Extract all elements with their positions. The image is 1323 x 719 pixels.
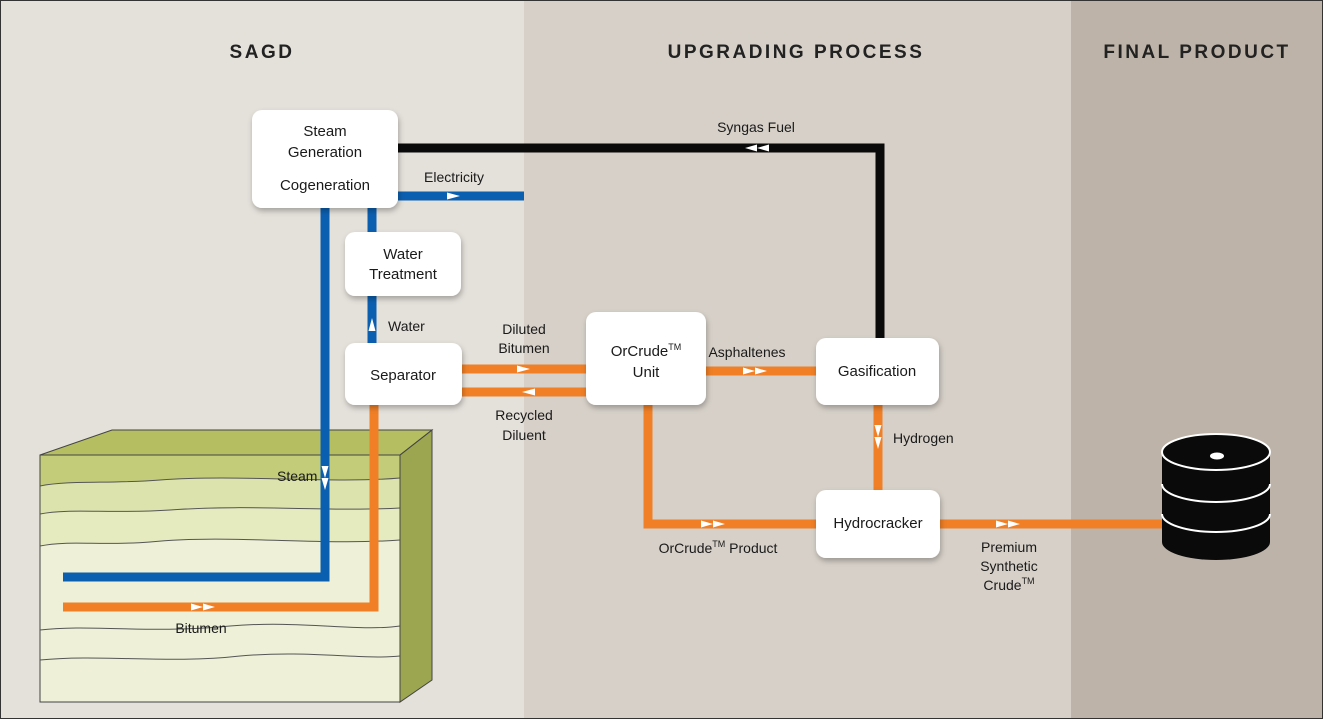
diluted-arrow-icon <box>517 365 530 373</box>
steam-arrow-icon-2 <box>321 478 329 490</box>
flow-arrows <box>191 192 1020 611</box>
bitumen-arrow-icon-2 <box>203 603 215 611</box>
oil-barrel-icon <box>1161 433 1271 560</box>
recycled-diluent-label-2: Diluent <box>502 427 546 443</box>
premium-label-2: Synthetic <box>980 558 1038 574</box>
electricity-arrow-icon <box>447 192 460 200</box>
water-treatment-box: Water Treatment <box>345 232 461 296</box>
final-section-bg <box>1071 0 1323 719</box>
cogeneration-label: Cogeneration <box>280 177 370 194</box>
premium-label-3: CrudeTM <box>983 576 1034 593</box>
hydrocracker-label: Hydrocracker <box>833 515 922 532</box>
syngas-fuel-line <box>398 143 885 340</box>
orcrude-product-arrow-icon <box>701 520 713 528</box>
gasification-box: Gasification <box>816 338 939 405</box>
diluted-bitumen-label-1: Diluted <box>502 321 546 337</box>
premium-arrow-icon-2 <box>1008 520 1020 528</box>
bitumen-line <box>63 405 379 612</box>
bitumen-label: Bitumen <box>175 620 226 636</box>
steam-arrow-icon <box>321 466 329 478</box>
premium-label-1: Premium <box>981 539 1037 555</box>
hydrogen-arrow-icon-2 <box>874 437 882 449</box>
asphaltenes-label: Asphaltenes <box>708 344 785 360</box>
section-title-final: FINAL PRODUCT <box>1103 42 1290 63</box>
orcrude-product-arrow-icon-2 <box>713 520 725 528</box>
syngas-fuel-label: Syngas Fuel <box>717 119 795 135</box>
water-treatment-label-2: Treatment <box>369 266 438 283</box>
orcrude-product-line <box>643 405 816 529</box>
syngas-arrow-icon <box>745 144 769 152</box>
separator-box: Separator <box>345 343 462 405</box>
steam-generation-label-1: Steam <box>303 123 346 140</box>
asphaltenes-arrow-icon <box>743 367 755 375</box>
water-arrow-icon <box>368 318 376 331</box>
section-title-upgrading: UPGRADING PROCESS <box>668 42 925 63</box>
orcrude-product-label: OrCrudeTM Product <box>659 539 778 556</box>
ground-strata-icon <box>39 428 434 703</box>
water-label: Water <box>388 318 425 334</box>
hydrogen-arrow-icon <box>874 425 882 437</box>
recycled-diluent-label-1: Recycled <box>495 407 553 423</box>
asphaltenes-arrow-icon-2 <box>755 367 767 375</box>
orcrude-unit-label-1: OrCrudeTM <box>611 342 682 360</box>
steam-label: Steam <box>277 468 317 484</box>
bitumen-arrow-icon <box>191 603 203 611</box>
electricity-label: Electricity <box>424 169 484 185</box>
recycled-arrow-icon <box>522 388 535 396</box>
orcrude-unit-box: OrCrudeTM Unit <box>586 312 706 405</box>
water-treatment-label-1: Water <box>383 246 422 263</box>
gasification-label: Gasification <box>838 363 916 380</box>
section-title-sagd: SAGD <box>230 42 295 63</box>
steam-line <box>63 205 330 582</box>
steam-generation-label-2: Generation <box>288 144 362 161</box>
separator-label: Separator <box>370 367 436 384</box>
orcrude-unit-label-2: Unit <box>633 364 661 381</box>
hydrocracker-box: Hydrocracker <box>816 490 940 558</box>
steam-generation-box: Steam Generation Cogeneration <box>252 110 398 208</box>
diluted-bitumen-label-2: Bitumen <box>498 340 549 356</box>
premium-arrow-icon <box>996 520 1008 528</box>
hydrogen-label: Hydrogen <box>893 430 954 446</box>
